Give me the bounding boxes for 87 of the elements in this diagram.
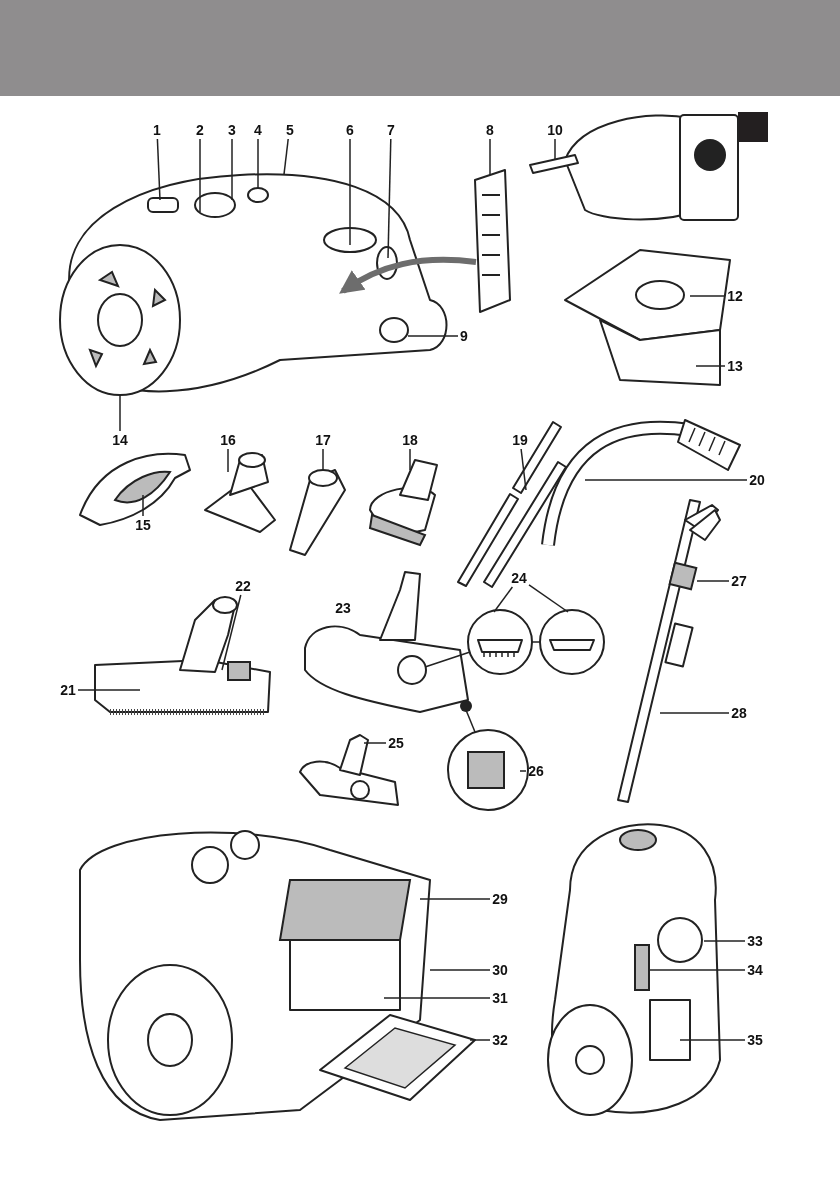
- upholstery-nozzle-drawing: [204, 452, 276, 533]
- callout-number: 33: [747, 933, 763, 949]
- leader-line: [489, 138, 491, 176]
- callout-number: 29: [492, 891, 508, 907]
- dust-bag-drawing: [529, 114, 739, 221]
- leader-line: [554, 138, 556, 161]
- callout-number: 25: [388, 735, 404, 751]
- leader-line: [77, 689, 141, 691]
- vacuum-cleaner-drawing: [59, 173, 448, 396]
- callout-number: 20: [749, 472, 765, 488]
- callout-number: 14: [112, 432, 128, 448]
- leader-line: [703, 940, 746, 942]
- callout-number: 24: [511, 570, 527, 586]
- leader-line: [465, 709, 476, 733]
- callout-number: 27: [731, 573, 747, 589]
- leader-line: [322, 448, 324, 471]
- callout-number: 5: [286, 122, 294, 138]
- brush-roll-inset-drawing: [447, 729, 529, 811]
- leader-line: [469, 1039, 491, 1041]
- callout-number: 28: [731, 705, 747, 721]
- hose-drawing: [541, 419, 741, 547]
- leader-line: [429, 969, 491, 971]
- leader-line: [649, 969, 746, 971]
- leader-line: [349, 138, 351, 246]
- callout-number: 1: [153, 122, 161, 138]
- crevice-tool-drawing: [289, 469, 346, 556]
- callout-number: 26: [528, 763, 544, 779]
- hard-floor-setting-inset-drawing: [539, 609, 605, 675]
- callout-number: 2: [196, 122, 204, 138]
- leader-line: [689, 295, 726, 297]
- leader-line: [156, 138, 161, 201]
- vacuum-cleaner-standing-drawing: [547, 823, 721, 1116]
- leader-line: [221, 594, 242, 671]
- callout-number: 22: [235, 578, 251, 594]
- callout-number: 12: [727, 288, 743, 304]
- callout-number: 32: [492, 1032, 508, 1048]
- callout-number: 19: [512, 432, 528, 448]
- multi-surface-nozzle-drawing: [304, 571, 472, 713]
- leader-line: [419, 898, 491, 900]
- filter-drawing: [474, 169, 511, 313]
- callout-number: 34: [747, 962, 763, 978]
- callout-number: 35: [747, 1032, 763, 1048]
- callout-number: 21: [60, 682, 76, 698]
- callout-number: 8: [486, 122, 494, 138]
- callout-number: 16: [220, 432, 236, 448]
- telescopic-tube-drawing: [617, 499, 721, 803]
- bristle-setting-inset-drawing: [467, 609, 533, 675]
- callout-number: 23: [335, 600, 351, 616]
- leader-line: [520, 448, 527, 491]
- callout-number: 10: [547, 122, 563, 138]
- callout-number: 3: [228, 122, 236, 138]
- callout-number: 17: [315, 432, 331, 448]
- callout-number: 13: [727, 358, 743, 374]
- leader-line: [387, 138, 392, 259]
- arrow: [339, 256, 477, 294]
- leader-line: [407, 335, 459, 337]
- leader-line: [383, 997, 491, 999]
- filter-cassette-drawing: [319, 1014, 476, 1101]
- floor-nozzle-drawing: [94, 596, 271, 715]
- leader-line: [659, 712, 730, 714]
- vacuum-cleaner-open-drawing: [79, 830, 431, 1121]
- leader-line: [493, 586, 514, 613]
- callout-number: 7: [387, 122, 395, 138]
- callout-number: 9: [460, 328, 468, 344]
- tube-drawing: [457, 421, 567, 588]
- leader-line: [519, 770, 527, 772]
- leader-line: [283, 138, 289, 176]
- leader-line: [119, 394, 121, 432]
- leader-line: [531, 641, 541, 643]
- leader-line: [695, 365, 726, 367]
- callout-number: 31: [492, 990, 508, 1006]
- leader-line: [584, 479, 748, 481]
- leader-line: [227, 448, 229, 473]
- leader-line: [231, 138, 233, 201]
- callout-number: 6: [346, 122, 354, 138]
- leader-line: [409, 448, 411, 471]
- callout-number: 15: [135, 517, 151, 533]
- leader-line: [679, 1039, 746, 1041]
- leader-line: [199, 138, 201, 213]
- leader-line: [142, 494, 144, 517]
- leader-line: [257, 138, 259, 189]
- brush-nozzle-drawing: [368, 459, 438, 547]
- callout-number: 30: [492, 962, 508, 978]
- leader-line: [363, 742, 387, 744]
- callout-number: 4: [254, 122, 262, 138]
- callout-number: 18: [402, 432, 418, 448]
- leader-line: [528, 584, 569, 613]
